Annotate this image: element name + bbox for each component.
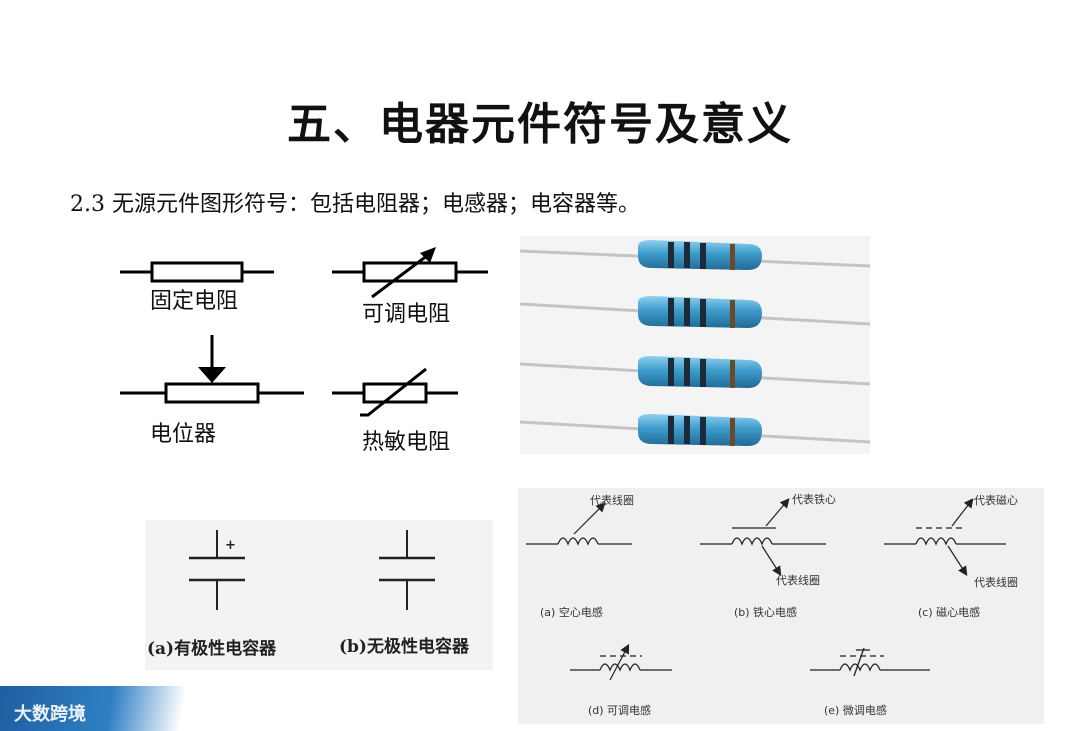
core-label-b: 代表铁心 [792, 493, 836, 506]
polarized-capacitor-symbol [189, 530, 245, 610]
resistor-photo [519, 236, 871, 454]
fixed-resistor-symbol [120, 261, 274, 283]
fine-tune-caption: (e) 微调电感 [824, 704, 887, 717]
resistor-photo-drawing [519, 240, 871, 446]
iron-core-inductor [700, 498, 826, 577]
magnetic-core-inductor [884, 498, 1006, 577]
fine-tune-inductor [810, 647, 930, 677]
resistor-symbols [120, 247, 488, 417]
watermark-band [0, 686, 200, 731]
section-subtitle: 2.3 无源元件图形符号：包括电阻器；电感器；电容器等。 [70, 192, 640, 217]
non-polarized-capacitor-symbol [379, 530, 435, 610]
potentiometer-label: 电位器 [150, 422, 217, 447]
coil-label-a: 代表线圈 [590, 494, 634, 507]
polarized-capacitor-label: (a)有极性电容器 [147, 639, 277, 659]
adjustable-caption: (d) 可调电感 [588, 704, 652, 717]
page-title: 五、电器元件符号及意义 [287, 99, 793, 150]
thermistor-symbol [332, 367, 458, 417]
air-core-caption: (a) 空心电感 [540, 606, 603, 619]
magnetic-core-caption: (c) 磁心电感 [918, 606, 981, 619]
fixed-resistor-label: 固定电阻 [150, 289, 239, 314]
potentiometer-symbol [120, 335, 304, 404]
watermark-text: 大数跨境 [14, 704, 86, 725]
magnetic-label-c: 代表磁心 [974, 494, 1018, 507]
inductor-symbols [526, 498, 1006, 681]
resistor-2 [519, 296, 871, 328]
thermistor-label: 热敏电阻 [362, 430, 451, 455]
coil-label-c: 代表线圈 [974, 576, 1018, 589]
resistor-1 [519, 240, 871, 270]
inductor-panel: 代表线圈 代表铁心 代表线圈 代表磁心 代表线圈 (a) 空心电感 (b) 铁心… [518, 488, 1044, 724]
variable-resistor-symbol [332, 247, 488, 299]
variable-resistor-label: 可调电阻 [362, 302, 451, 327]
plus-sign: + [225, 538, 236, 553]
non-polarized-capacitor-label: (b)无极性电容器 [339, 637, 469, 657]
capacitor-panel: + (a)有极性电容器 (b)无极性电容器 [145, 520, 493, 670]
resistor-3 [519, 356, 871, 388]
iron-core-caption: (b) 铁心电感 [734, 606, 798, 619]
resistor-4 [519, 414, 871, 446]
air-core-inductor [526, 502, 632, 546]
coil-label-b: 代表线圈 [776, 574, 820, 587]
adjustable-inductor [570, 643, 672, 681]
capacitor-symbols [189, 530, 435, 610]
